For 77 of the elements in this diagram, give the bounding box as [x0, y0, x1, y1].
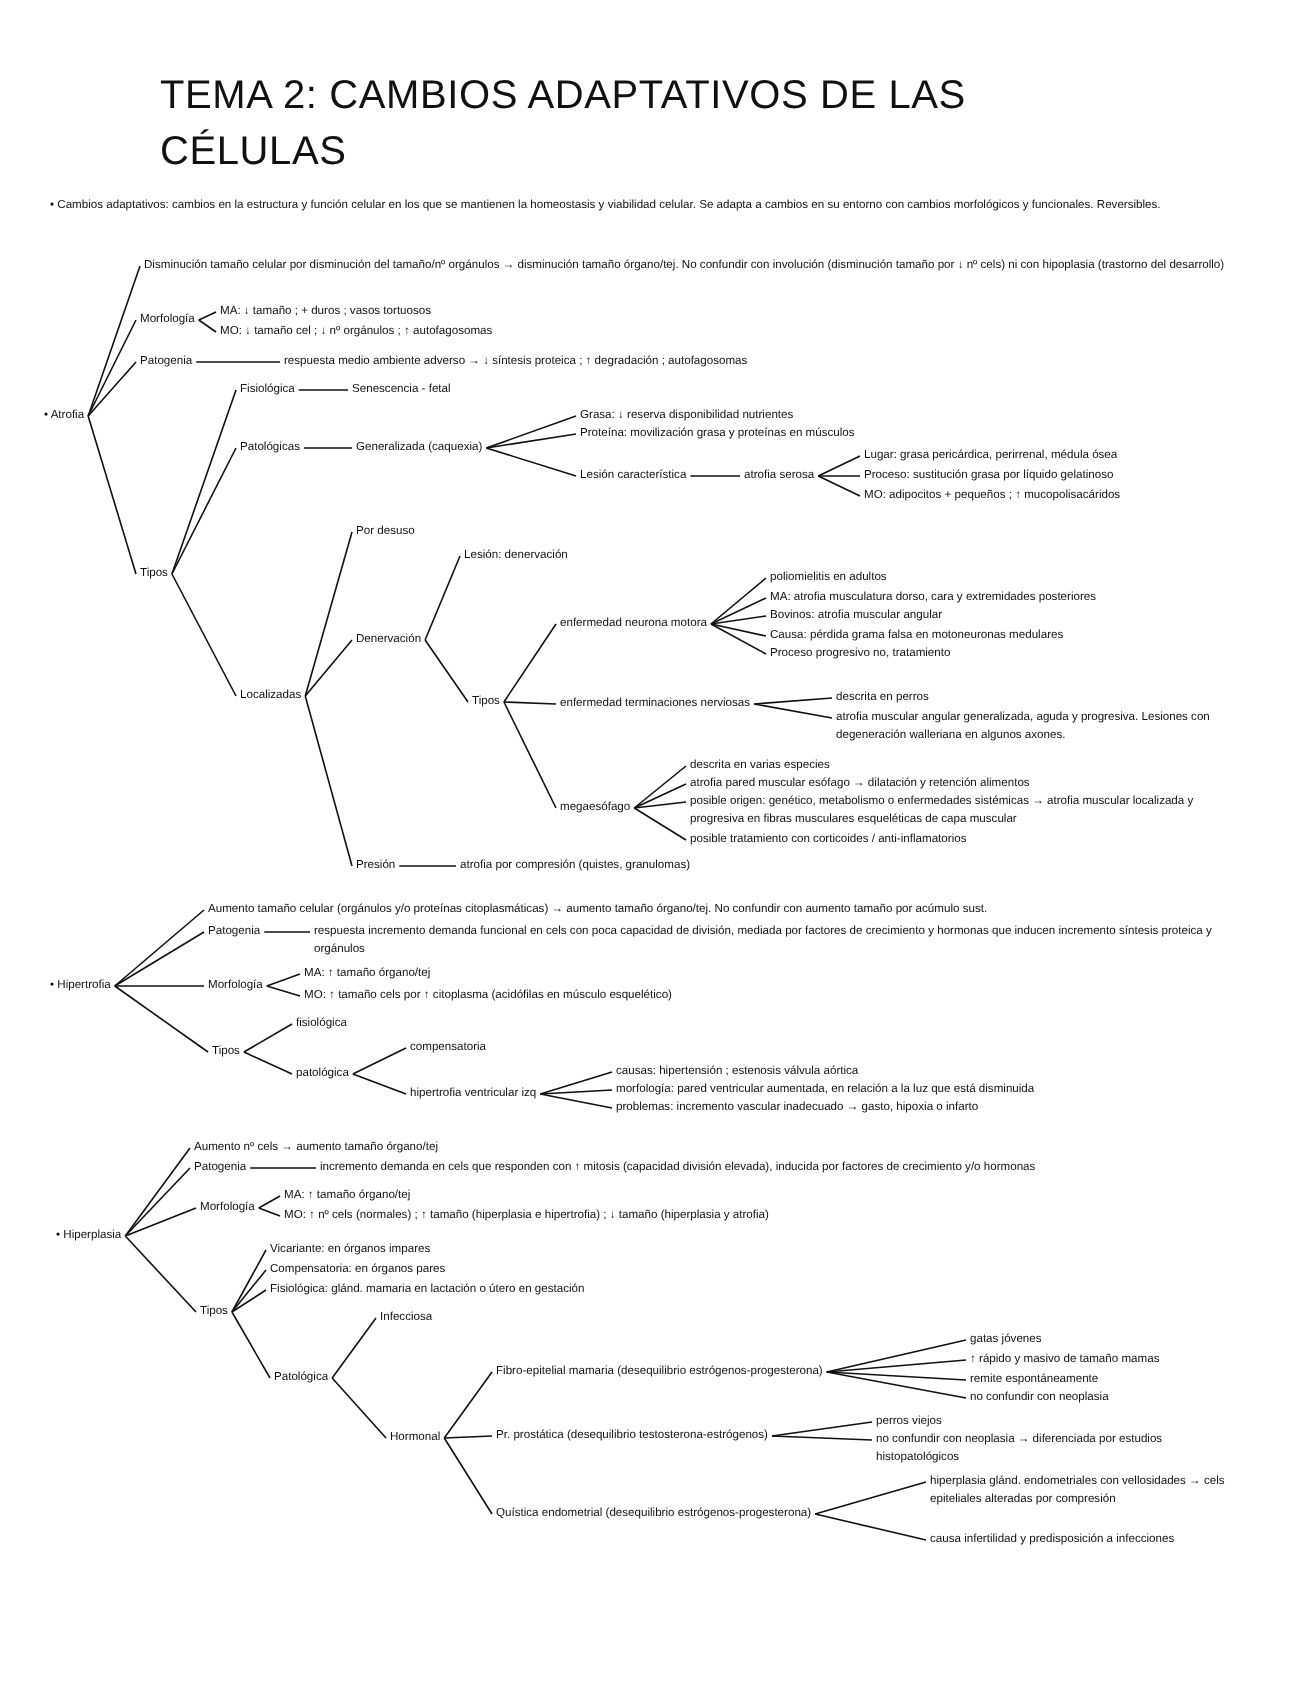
branch-line — [249, 1167, 317, 1169]
branch-line — [114, 985, 205, 987]
branch-line — [265, 973, 301, 987]
branch-line — [257, 1195, 281, 1209]
branch-line — [424, 639, 469, 703]
branch-line — [124, 1235, 197, 1313]
branch-line — [710, 623, 767, 655]
branch-line — [817, 455, 861, 477]
branch-line — [633, 765, 687, 809]
branch-line — [124, 1147, 191, 1237]
branch-line — [87, 361, 137, 417]
branch-line — [114, 931, 205, 987]
branch-line — [304, 639, 353, 697]
branch-line — [710, 597, 767, 625]
branch-line — [710, 615, 767, 625]
branch-line — [124, 1167, 191, 1237]
branch-line — [539, 1071, 613, 1095]
branch-line — [304, 695, 353, 867]
branch-line — [243, 1051, 293, 1075]
branch-line — [352, 1073, 407, 1095]
branch-line — [114, 909, 205, 987]
branch-line — [689, 475, 741, 477]
branch-line — [87, 319, 137, 417]
branch-line — [771, 1435, 873, 1441]
branch-line — [257, 1207, 281, 1217]
branch-line — [424, 555, 461, 641]
branch-line — [485, 447, 577, 477]
branch-line — [231, 1249, 267, 1313]
title: TEMA 2: CAMBIOS ADAPTATIVOS DE LAS CÉLULAS — [160, 72, 968, 178]
branch-line — [503, 701, 557, 809]
branch-line — [503, 701, 557, 705]
branch-line — [331, 1317, 377, 1379]
branch-line — [710, 577, 767, 625]
branch-line — [171, 389, 237, 575]
branch-line — [171, 447, 237, 575]
branch-line — [231, 1269, 267, 1313]
branch-line — [825, 1371, 967, 1381]
branch-line — [198, 319, 217, 333]
branch-line — [195, 361, 281, 363]
branch-line — [124, 1207, 197, 1237]
branch-line — [398, 865, 457, 867]
branch-line — [825, 1339, 967, 1373]
branch-line — [817, 475, 861, 497]
branch-line — [443, 1435, 493, 1439]
branch-line — [263, 931, 311, 933]
branch-line — [485, 415, 577, 449]
branch-line — [265, 985, 301, 997]
branch-line — [771, 1421, 873, 1437]
branch-line — [633, 783, 687, 809]
branch-line — [443, 1371, 493, 1439]
branch-line — [352, 1047, 407, 1075]
branch-line — [753, 697, 833, 705]
branch-line — [633, 807, 687, 841]
branch-line — [817, 475, 861, 477]
branch-line — [539, 1093, 613, 1109]
branch-line — [539, 1089, 613, 1095]
branch-line — [485, 433, 577, 449]
branch-line — [114, 985, 209, 1053]
branch-line — [231, 1311, 271, 1379]
branch-line — [710, 623, 767, 637]
branch-line — [825, 1371, 967, 1399]
branch-line — [87, 415, 137, 575]
branch-line — [303, 447, 353, 449]
branch-line — [753, 703, 833, 719]
branch-line — [814, 1481, 927, 1515]
branch-line — [633, 801, 687, 809]
branch-line — [814, 1513, 927, 1541]
branch-line — [231, 1289, 267, 1313]
branch-line — [198, 311, 217, 321]
branch-line — [443, 1437, 493, 1515]
branch-line — [171, 573, 237, 697]
branch-line — [87, 265, 141, 417]
branch-line — [304, 531, 353, 697]
branch-line — [331, 1377, 387, 1439]
branch-line — [503, 623, 557, 703]
branch-line — [243, 1023, 293, 1053]
branch-line — [297, 389, 349, 391]
